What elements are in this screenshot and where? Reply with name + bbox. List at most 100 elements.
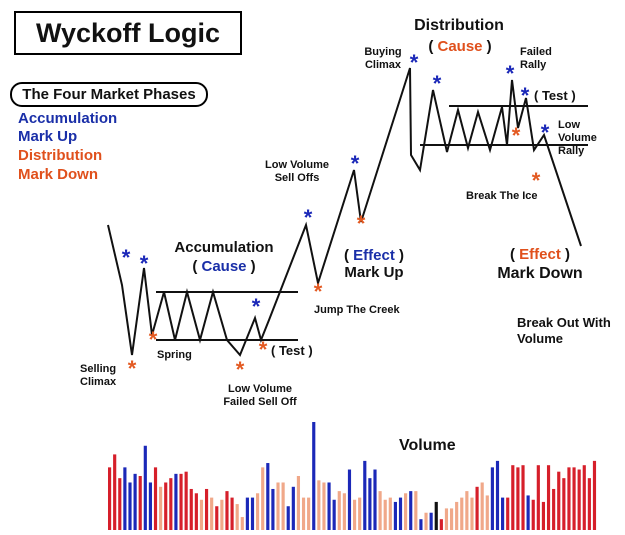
- secondary-test-star-icon: *: [148, 327, 158, 352]
- cause-close-paren: ): [482, 38, 492, 55]
- volume-bar: [592, 460, 597, 530]
- volume-bar: [250, 497, 255, 530]
- volume-bar: [480, 482, 484, 530]
- volume-bar: [363, 460, 367, 530]
- volume-bar: [465, 491, 469, 530]
- volume-bar: [235, 504, 239, 530]
- volume-bar: [506, 497, 510, 530]
- accumulation-cause-label: ( Cause ): [192, 258, 255, 275]
- phase-distribution: Distribution: [18, 147, 103, 164]
- volume-bar: [429, 512, 433, 530]
- volume-bar: [342, 493, 346, 530]
- selling-climax-label: Selling Climax: [80, 363, 117, 388]
- failed-rally-label: Failed Rally: [520, 46, 552, 71]
- volume-bar: [557, 471, 561, 530]
- buying-climax-label: Buying Climax: [364, 46, 402, 71]
- volume-bar: [587, 478, 591, 530]
- break-the-ice-label: Break The Ice: [466, 190, 538, 202]
- volume-bar: [577, 469, 581, 530]
- volume-bar: [526, 495, 530, 530]
- volume-bar: [143, 445, 147, 530]
- sell-off-low-star-icon: *: [356, 211, 366, 236]
- volume-bar: [271, 488, 275, 530]
- markup-high-star-icon: *: [303, 205, 313, 230]
- volume-bar: [393, 501, 397, 530]
- volume-bar: [327, 482, 331, 530]
- jump-the-creek-star-icon: *: [313, 279, 323, 304]
- volume-bar: [449, 508, 454, 530]
- price-path: [107, 67, 582, 357]
- selling-climax-star-icon: *: [127, 356, 137, 381]
- volume-bar: [398, 497, 403, 530]
- break-the-ice-star-icon: *: [531, 168, 541, 193]
- volume-bar: [332, 499, 336, 530]
- cause-word: Cause: [201, 258, 247, 275]
- volume-bar: [378, 491, 382, 530]
- volume-label: Volume: [399, 437, 456, 454]
- volume-bar: [582, 465, 586, 530]
- spring-star-icon: *: [235, 357, 245, 382]
- volume-bar: [291, 486, 295, 530]
- volume-bar: [470, 497, 474, 530]
- volume-bar: [485, 495, 489, 530]
- volume-bar: [383, 499, 387, 530]
- volume-bar: [138, 476, 142, 530]
- volume-bar: [123, 467, 127, 530]
- volume-bar: [455, 501, 459, 530]
- volume-bar: [153, 467, 158, 530]
- volume-bar: [353, 499, 357, 530]
- volume-bar: [572, 467, 576, 530]
- volume-bar: [210, 497, 214, 530]
- buying-climax-star-icon: *: [409, 50, 419, 75]
- volume-bar: [256, 493, 260, 530]
- volume-bar: [567, 467, 571, 530]
- volume-bar: [225, 491, 229, 530]
- volume-bar: [118, 478, 122, 530]
- volume-bar: [511, 465, 515, 530]
- volume-bar: [133, 473, 137, 530]
- test-label-1: ( Test ): [271, 343, 313, 358]
- break-out-with-volume-label: Break Out With Volume: [517, 315, 611, 346]
- volume-bar: [358, 497, 362, 530]
- volume-bar: [317, 480, 321, 530]
- phase-mark-up: Mark Up: [18, 128, 78, 145]
- volume-bar: [307, 497, 311, 530]
- effect-open-paren: (: [509, 246, 520, 263]
- spring-label: Spring: [157, 349, 192, 361]
- phase-accumulation: Accumulation: [18, 110, 118, 127]
- volume-bar: [215, 506, 219, 530]
- markup-effect-label: ( Effect ): [344, 247, 404, 264]
- phases-heading: The Four Market Phases: [10, 82, 208, 107]
- volume-bar: [164, 482, 168, 530]
- volume-bar: [230, 497, 234, 530]
- volume-bar: [368, 478, 372, 530]
- effect-close-paren: ): [394, 247, 405, 264]
- mark-down-label: Mark Down: [497, 265, 583, 282]
- volume-bar: [562, 478, 566, 530]
- markdown-effect-label: ( Effect ): [510, 246, 570, 263]
- volume-bar: [460, 497, 464, 530]
- volume-bar: [546, 465, 551, 530]
- volume-bar: [194, 493, 198, 530]
- phase-mark-down: Mark Down: [18, 166, 99, 183]
- distribution-cause-label: ( Cause ): [428, 38, 491, 55]
- volume-bar: [490, 467, 494, 530]
- volume-bar: [337, 491, 341, 530]
- volume-bar: [261, 467, 265, 530]
- volume-bar: [189, 488, 193, 530]
- distribution-high-star-icon: *: [432, 71, 442, 96]
- volume-bar: [169, 478, 173, 530]
- volume-bar: [388, 497, 392, 530]
- low-volume-failed-sell-off-label: Low Volume Failed Sell Off: [223, 383, 297, 408]
- volume-bar: [419, 519, 423, 530]
- volume-bar: [174, 473, 178, 530]
- volume-bar: [199, 499, 204, 530]
- accumulation-label: Accumulation: [174, 239, 274, 256]
- volume-bar: [444, 508, 449, 530]
- cause-open-paren: (: [428, 38, 438, 55]
- volume-bar: [552, 488, 556, 530]
- volume-bar: [266, 463, 270, 530]
- volume-bar: [312, 422, 316, 530]
